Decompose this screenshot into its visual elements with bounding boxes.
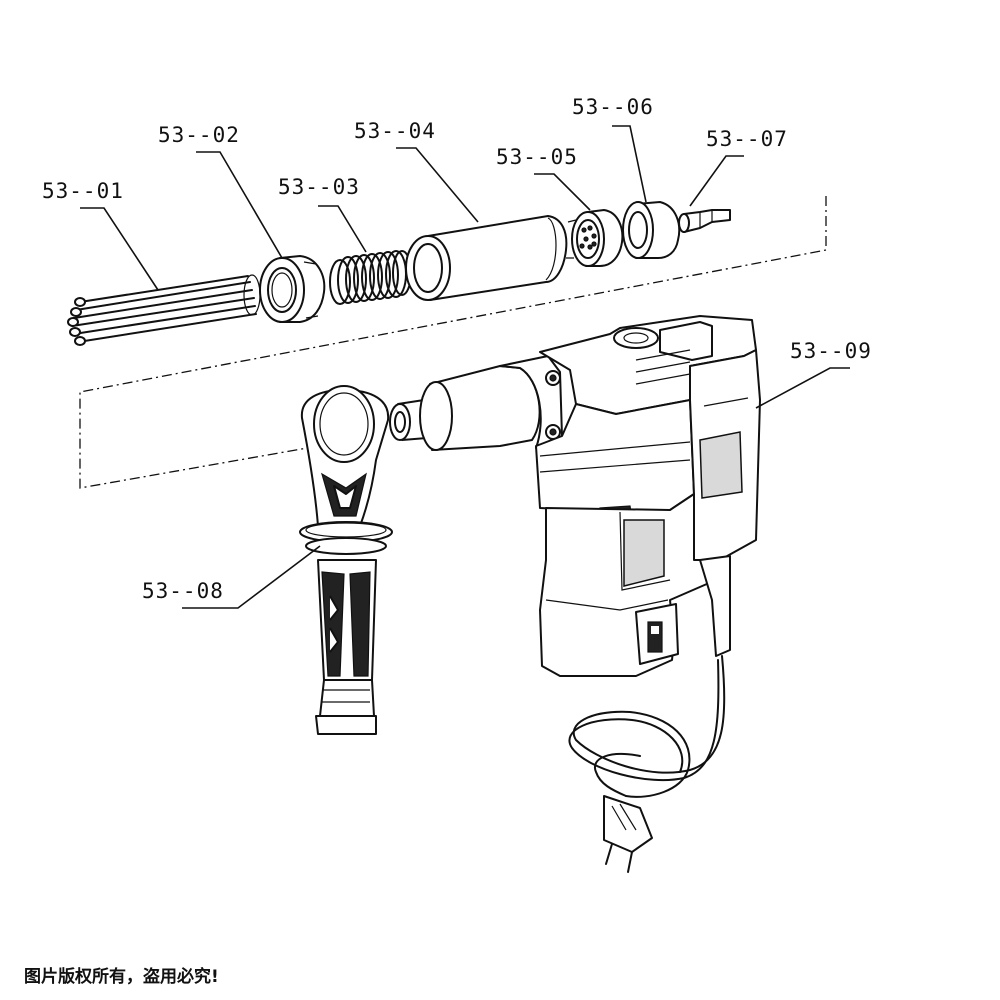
copyright-notice: 图片版权所有，盗用必究! xyxy=(24,967,219,987)
label-53-06: 53--06 xyxy=(572,95,654,119)
barrel-sleeve-drawing xyxy=(405,215,568,301)
leader-53-09 xyxy=(755,367,850,409)
label-53-02: 53--02 xyxy=(158,123,240,147)
leader-53-01 xyxy=(80,207,159,291)
label-53-07: 53--07 xyxy=(706,127,788,151)
leader-53-02 xyxy=(196,151,283,259)
leader-53-06 xyxy=(612,125,647,203)
leader-53-05 xyxy=(534,173,591,211)
chisel-bundle-drawing xyxy=(67,274,261,346)
label-53-03: 53--03 xyxy=(278,175,360,199)
leader-53-07 xyxy=(689,155,744,207)
label-53-09: 53--09 xyxy=(790,339,872,363)
label-53-08: 53--08 xyxy=(142,579,224,603)
power-cord-drawing xyxy=(568,655,726,873)
piston-shank-drawing xyxy=(678,209,731,233)
leader-53-03 xyxy=(318,205,367,253)
label-53-05: 53--05 xyxy=(496,145,578,169)
retaining-ring-drawing xyxy=(259,255,326,323)
hammer-body-drawing xyxy=(389,315,761,677)
label-53-01: 53--01 xyxy=(42,179,124,203)
label-53-04: 53--04 xyxy=(354,119,436,143)
leader-53-08 xyxy=(182,545,321,609)
side-handle-drawing xyxy=(299,385,393,735)
coil-spring-drawing xyxy=(329,250,412,305)
leader-53-04 xyxy=(396,147,479,223)
collar-drawing xyxy=(622,201,681,259)
nose-adapter-drawing xyxy=(566,209,624,267)
